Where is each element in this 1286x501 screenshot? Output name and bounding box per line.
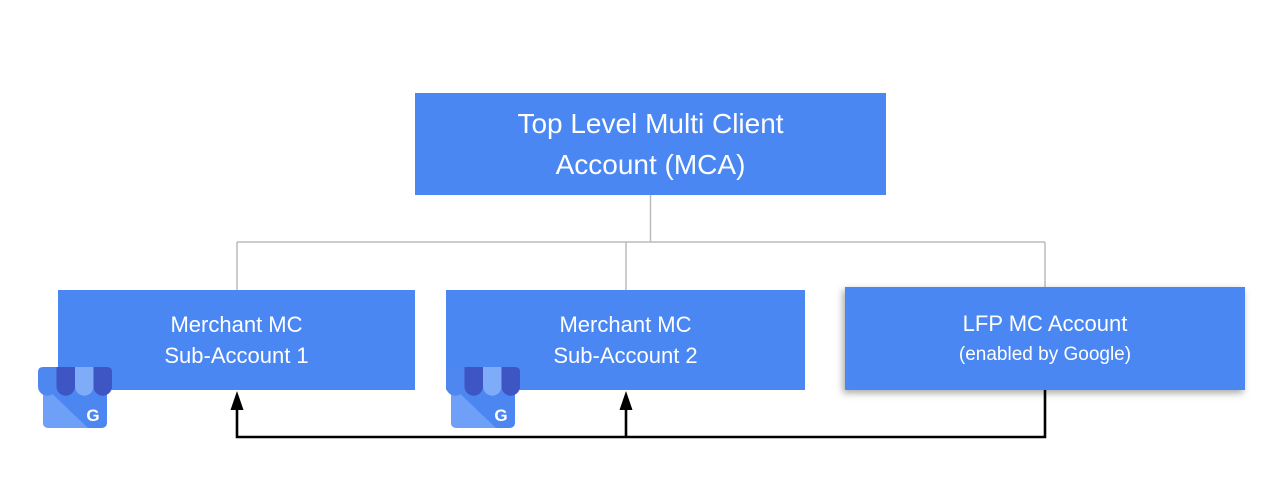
node-label-line1: Top Level Multi Client [517,108,784,139]
node-label-line2: Sub-Account 1 [164,343,309,368]
node-label-line1: Merchant MC [170,312,303,337]
node-label-line1: LFP MC Account [962,310,1128,336]
arrowhead-sub2 [619,391,633,410]
storefront-awning [446,367,520,396]
google-g-letter: G [494,406,507,425]
node-label-line2: Sub-Account 2 [553,343,698,368]
storefront-awning [38,367,112,396]
google-business-storefront-icon: G [38,367,112,428]
google-business-storefront-icon: G [446,367,520,428]
node-label-line2: (enabled by Google) [958,343,1132,365]
tree-connector-lines [236,195,1046,292]
google-g-letter: G [86,406,99,425]
node-lfp-mc-account: LFP MC Account (enabled by Google) [845,287,1245,390]
node-label-line1: Merchant MC [559,312,692,337]
storefront-fold-highlight [43,385,88,428]
storefront-fold-highlight [451,385,496,428]
flow-main-line [235,390,1047,439]
node-top-level-mca: Top Level Multi Client Account (MCA) [415,93,886,195]
arrowhead-sub1 [230,391,244,410]
node-label-line2: Account (MCA) [555,149,746,180]
flow-connector-lines [230,390,1047,439]
node-merchant-sub-account-1: Merchant MC Sub-Account 1 [58,290,415,390]
